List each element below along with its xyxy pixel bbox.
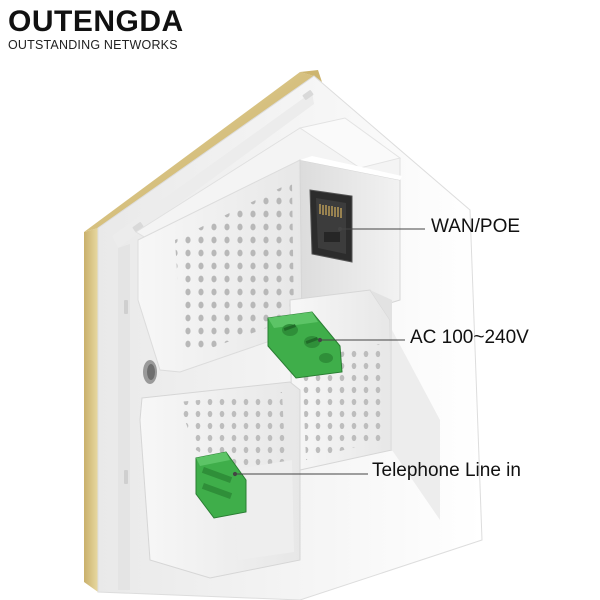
brand-logo: OUTENGDA OUTSTANDING NETWORKS — [8, 5, 184, 53]
rj45-wan-port — [309, 189, 353, 263]
callout-ac-power: AC 100~240V — [410, 327, 529, 348]
ac-terminal-block — [267, 311, 343, 379]
brand-tagline: OUTSTANDING NETWORKS — [8, 38, 178, 52]
callout-wan-poe: WAN/POE — [431, 216, 521, 237]
brand-name: OUTENGDA — [8, 5, 184, 38]
callout-lines — [232, 226, 425, 477]
mounting-hole — [143, 360, 157, 384]
gold-frame — [84, 70, 322, 592]
callout-telephone-line: Telephone Line in — [372, 460, 521, 481]
telephone-terminal-block — [195, 451, 247, 519]
